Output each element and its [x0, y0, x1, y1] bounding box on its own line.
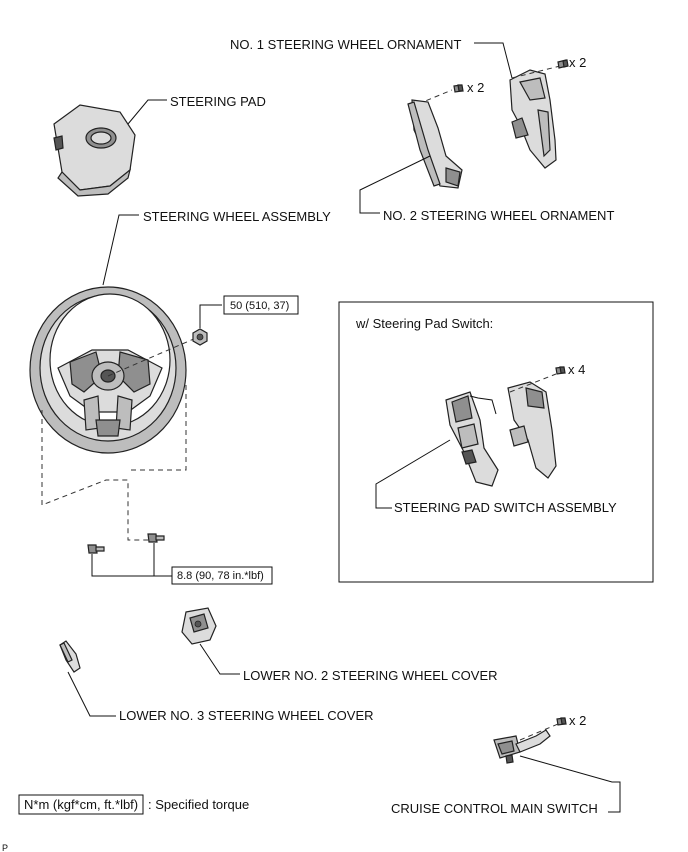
leader-nut-torque: [199, 304, 222, 328]
steering-pad-part: [53, 104, 136, 197]
no2-screw-icon: [453, 84, 464, 93]
no1-screw-icon: [557, 59, 569, 69]
cruise-screw-icon: [556, 717, 567, 726]
no2-ornament-part: [407, 99, 463, 189]
legend-torque-box: [18, 794, 144, 815]
leader-steering-pad: [127, 99, 167, 125]
pad-switch-left-part: [445, 391, 499, 487]
label-cruise-switch: CRUISE CONTROL MAIN SWITCH: [391, 801, 598, 816]
cruise-switch-part: [493, 729, 551, 764]
leader-lower-no3-cover: [67, 671, 116, 717]
pad-switch-inset: [338, 301, 654, 583]
label-steering-pad: STEERING PAD: [170, 94, 266, 109]
hex-nut-icon: [192, 328, 208, 346]
lower-no2-cover-part: [181, 607, 217, 645]
bolt-right-icon: [147, 533, 165, 543]
inset-title: w/ Steering Pad Switch:: [355, 316, 493, 331]
qty-pad-switch-screws: x 4: [568, 362, 585, 377]
leader-lower-no2-cover: [199, 643, 240, 675]
qty-no2-screws: x 2: [467, 80, 484, 95]
label-no2-ornament: NO. 2 STEERING WHEEL ORNAMENT: [383, 208, 614, 223]
leader-cruise-switch: [519, 755, 621, 813]
wheel-nut-axis: [107, 337, 197, 377]
bolt-torque-box: [171, 566, 273, 585]
leader-wheel-assembly: [102, 214, 139, 286]
nut-torque-value: 50 (510, 37): [230, 300, 289, 312]
no2-screw-axis: [417, 89, 453, 105]
nut-torque-box: [223, 295, 299, 315]
label-lower-no3-cover: LOWER NO. 3 STEERING WHEEL COVER: [119, 708, 374, 723]
bolt-torque-value: 8.8 (90, 78 in.*lbf): [177, 570, 264, 582]
label-no1-ornament: NO. 1 STEERING WHEEL ORNAMENT: [230, 37, 461, 52]
lower-no3-cover-part: [59, 640, 81, 673]
pad-switch-harness: [469, 395, 497, 415]
no1-ornament-part: [509, 69, 557, 169]
qty-no1-screws: x 2: [569, 55, 586, 70]
leader-bolt-torque: [91, 543, 172, 577]
leader-no2-ornament: [359, 155, 431, 214]
qty-cruise-screws: x 2: [569, 713, 586, 728]
pad-switch-right-part: [507, 381, 557, 479]
corner-mark: P: [2, 843, 8, 852]
label-lower-no2-cover: LOWER NO. 2 STEERING WHEEL COVER: [243, 668, 498, 683]
label-wheel-assembly: STEERING WHEEL ASSEMBLY: [143, 209, 331, 224]
steering-wheel-part: [29, 286, 187, 454]
label-pad-switch-assembly: STEERING PAD SWITCH ASSEMBLY: [394, 500, 617, 515]
bolt-left-icon: [87, 544, 105, 554]
bolt-dash-right: [128, 385, 187, 471]
leader-no1-ornament: [474, 42, 513, 79]
legend-description: : Specified torque: [148, 797, 249, 812]
pad-switch-screw-icon: [555, 366, 566, 375]
cruise-screw-axis: [519, 723, 559, 741]
leader-pad-switch-assembly: [375, 439, 451, 509]
bolt-dash-left: [41, 410, 148, 541]
legend-box-text: N*m (kgf*cm, ft.*lbf): [24, 797, 138, 812]
